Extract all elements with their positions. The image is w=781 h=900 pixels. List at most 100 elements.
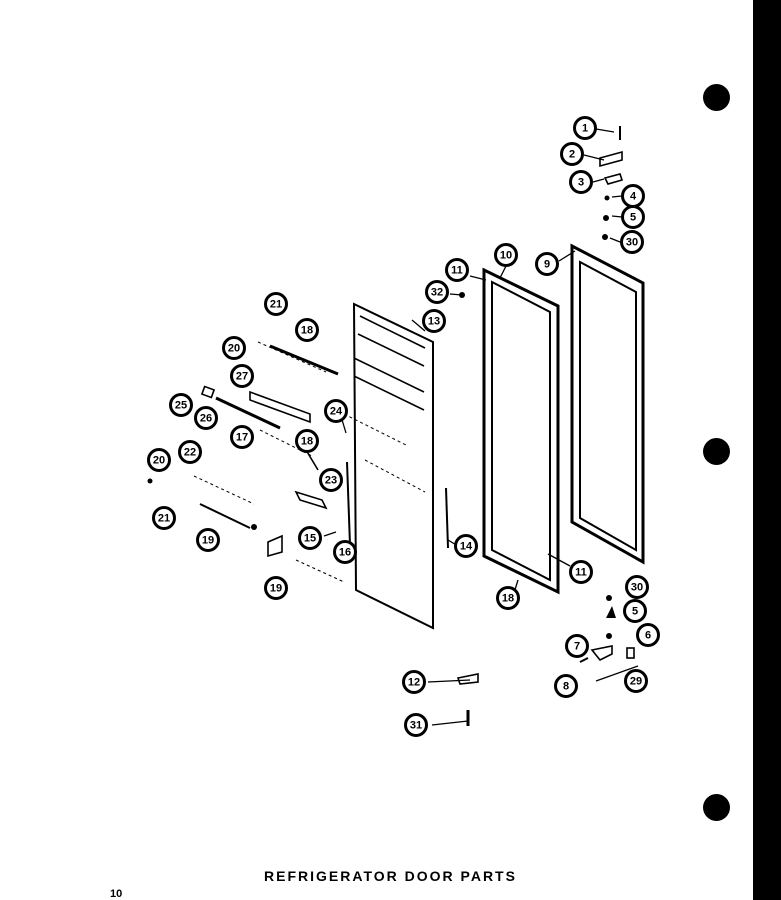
callout-label: 18 xyxy=(502,593,514,605)
callout-6: 6 xyxy=(636,623,660,647)
callout-label: 3 xyxy=(578,177,584,189)
callout-label: 15 xyxy=(304,533,316,545)
callout-circle xyxy=(230,425,254,449)
callout-8: 8 xyxy=(554,674,578,698)
callout-circle xyxy=(569,560,593,584)
callout-label: 14 xyxy=(460,541,473,553)
callout-circle xyxy=(324,399,348,423)
outer-door-panel xyxy=(570,243,645,565)
callout-17: 17 xyxy=(230,425,254,449)
callout-22: 22 xyxy=(178,440,202,464)
callout-label: 26 xyxy=(200,413,212,425)
callout-21: 21 xyxy=(264,292,288,316)
punch-hole-bottom xyxy=(703,794,730,821)
callout-label: 30 xyxy=(631,582,643,594)
callout-circle xyxy=(264,576,288,600)
callout-circle xyxy=(573,116,597,140)
callout-label: 2 xyxy=(569,149,575,161)
callout-label: 30 xyxy=(626,237,638,249)
callout-circle xyxy=(402,670,426,694)
callout-30: 30 xyxy=(620,230,644,254)
callout-label: 32 xyxy=(431,287,443,299)
punch-hole-top xyxy=(703,84,730,111)
callout-circle xyxy=(295,318,319,342)
callout-circle xyxy=(222,336,246,360)
callout-circle xyxy=(624,669,648,693)
callout-19: 19 xyxy=(196,528,220,552)
callout-12: 12 xyxy=(402,670,426,694)
callout-10: 10 xyxy=(494,243,518,267)
callout-label: 10 xyxy=(500,250,512,262)
callout-label: 19 xyxy=(202,535,214,547)
callout-label: 11 xyxy=(575,567,587,579)
callout-circle xyxy=(425,280,449,304)
callout-14: 14 xyxy=(454,534,478,558)
callout-21: 21 xyxy=(152,506,176,530)
callout-label: 24 xyxy=(330,406,343,418)
binding-strip xyxy=(753,0,781,900)
callout-25: 25 xyxy=(169,393,193,417)
callout-4: 4 xyxy=(621,184,645,208)
callout-label: 25 xyxy=(175,400,187,412)
page-number: 10 xyxy=(110,888,123,900)
callout-30: 30 xyxy=(625,575,649,599)
callout-label: 1 xyxy=(582,123,588,135)
callout-31: 31 xyxy=(404,713,428,737)
callout-circle xyxy=(623,599,647,623)
callout-label: 7 xyxy=(574,641,580,653)
callout-3: 3 xyxy=(569,170,593,194)
callout-circle xyxy=(560,142,584,166)
callout-circle xyxy=(445,258,469,282)
callout-circle xyxy=(565,634,589,658)
callout-label: 23 xyxy=(325,475,337,487)
callout-circle xyxy=(152,506,176,530)
callout-29: 29 xyxy=(624,669,648,693)
callout-label: 21 xyxy=(158,513,170,525)
callout-15: 15 xyxy=(298,526,322,550)
callout-circle xyxy=(621,205,645,229)
callout-circle xyxy=(295,429,319,453)
callout-23: 23 xyxy=(319,468,343,492)
door-gasket xyxy=(482,267,560,595)
callout-16: 16 xyxy=(333,540,357,564)
callout-circle xyxy=(147,448,171,472)
punch-hole-middle xyxy=(703,438,730,465)
callout-label: 11 xyxy=(451,265,463,277)
callout-32: 32 xyxy=(425,280,449,304)
callout-circle xyxy=(404,713,428,737)
callout-circle xyxy=(319,468,343,492)
callout-circle xyxy=(264,292,288,316)
callout-24: 24 xyxy=(324,399,348,423)
callout-label: 19 xyxy=(270,583,282,595)
callout-11: 11 xyxy=(445,258,469,282)
callout-label: 18 xyxy=(301,436,313,448)
callout-circle xyxy=(636,623,660,647)
callout-label: 20 xyxy=(228,343,240,355)
callout-7: 7 xyxy=(565,634,589,658)
callout-circle xyxy=(620,230,644,254)
callout-label: 4 xyxy=(630,191,637,203)
callout-18: 18 xyxy=(295,429,319,453)
callout-9: 9 xyxy=(535,252,559,276)
callout-11: 11 xyxy=(569,560,593,584)
callout-27: 27 xyxy=(230,364,254,388)
callout-label: 9 xyxy=(544,259,550,271)
callout-20: 20 xyxy=(147,448,171,472)
callout-5: 5 xyxy=(621,205,645,229)
callout-circle xyxy=(535,252,559,276)
callout-label: 29 xyxy=(630,676,642,688)
callout-13: 13 xyxy=(422,309,446,333)
door-liner xyxy=(343,302,434,630)
callout-label: 5 xyxy=(632,606,638,618)
callout-circle xyxy=(569,170,593,194)
callout-label: 6 xyxy=(645,630,651,642)
callout-18: 18 xyxy=(295,318,319,342)
callout-circle xyxy=(496,586,520,610)
callout-label: 21 xyxy=(270,299,282,311)
callout-label: 13 xyxy=(428,316,440,328)
callout-label: 17 xyxy=(236,432,248,444)
door-small-parts xyxy=(147,126,635,726)
callout-circle xyxy=(194,406,218,430)
callout-label: 5 xyxy=(630,212,636,224)
callout-circle xyxy=(298,526,322,550)
